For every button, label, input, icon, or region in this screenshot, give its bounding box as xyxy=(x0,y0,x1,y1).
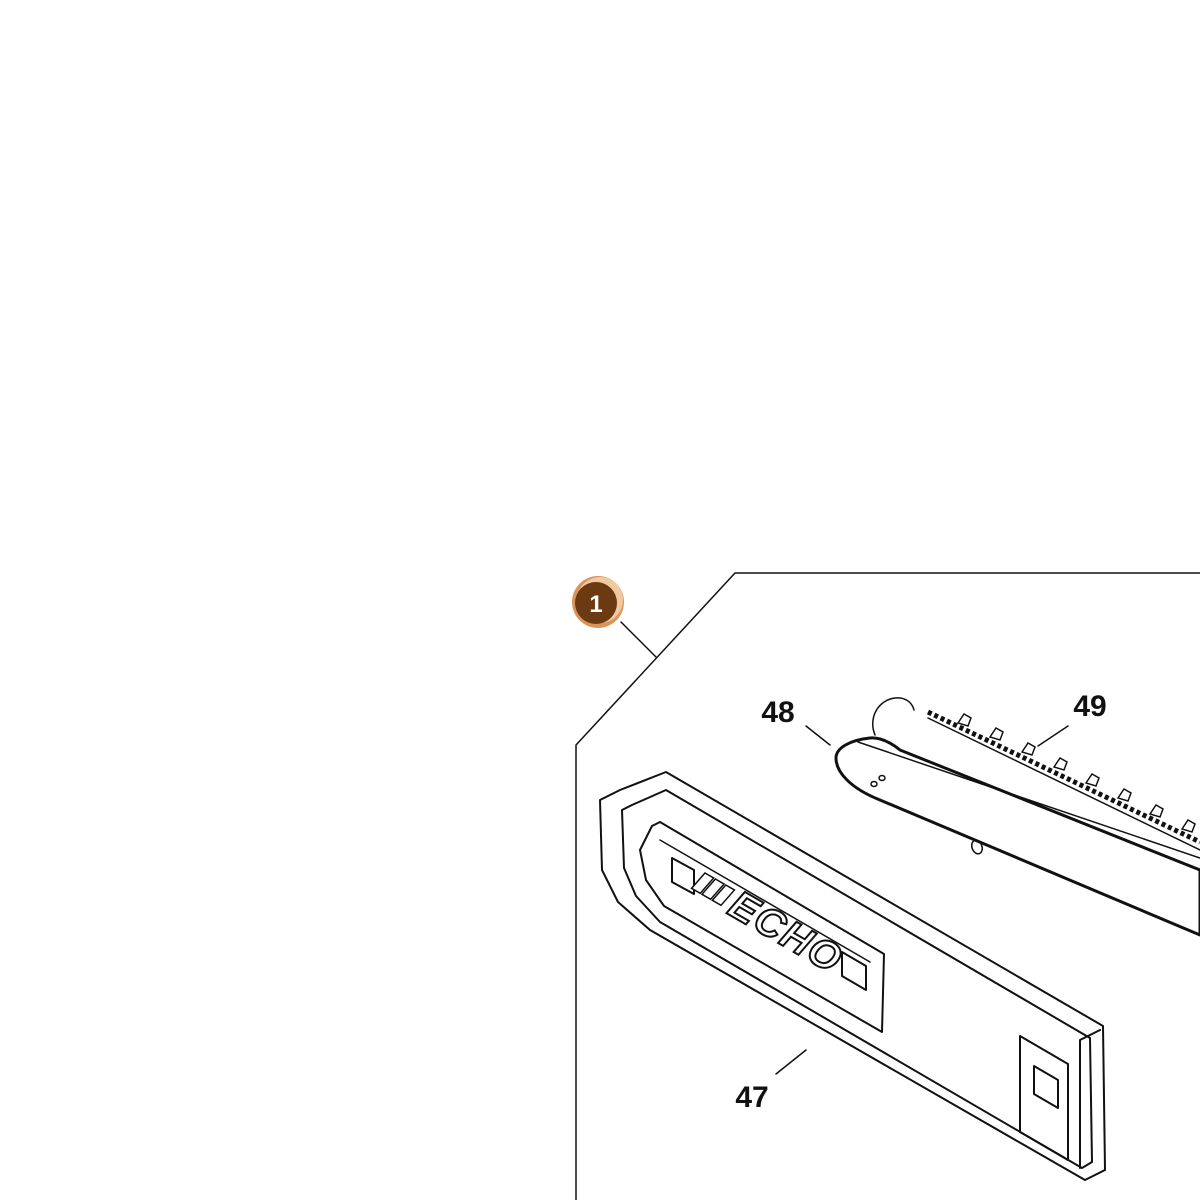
leader-49 xyxy=(1037,725,1069,747)
assembly-boundary xyxy=(575,572,1200,1200)
leader-47 xyxy=(775,1049,807,1075)
callout-number: 1 xyxy=(589,591,602,618)
saw-chain-loop-arc xyxy=(872,697,915,736)
guide-bar-cover-end-cap xyxy=(1019,1035,1069,1161)
logo-stripe xyxy=(690,872,715,895)
guide-bar-cover-recess xyxy=(639,821,885,1033)
guide-bar-cover-end-slot xyxy=(1033,1065,1059,1109)
part-label-47[interactable]: 47 xyxy=(735,1081,768,1114)
saw-chain[interactable] xyxy=(872,697,1200,851)
saw-chain-top-run xyxy=(926,709,1200,845)
callout-badge[interactable]: 1 xyxy=(572,576,624,628)
guide-bar-cover-outer xyxy=(599,771,1106,1181)
guide-bar-rail xyxy=(857,741,1200,859)
echo-logo-text: ECHO xyxy=(721,882,850,982)
guide-bar-cover-inner-rim xyxy=(621,789,1093,1169)
saw-chain-cutters xyxy=(956,713,1196,833)
logo-stripe xyxy=(700,878,726,901)
guide-bar-cover-slot xyxy=(671,857,695,895)
callout-disc xyxy=(575,582,617,624)
part-label-48[interactable]: 48 xyxy=(761,696,794,729)
guide-bar-hole xyxy=(878,774,886,782)
guide-bar-body xyxy=(834,736,1200,937)
guide-bar-hole xyxy=(870,780,878,788)
callout-leader xyxy=(620,621,657,658)
leader-48 xyxy=(805,725,831,746)
guide-bar-cover-slot xyxy=(841,951,867,991)
guide-bar-cover-end-lip xyxy=(1079,1029,1101,1169)
logo-stripe xyxy=(711,884,736,907)
saw-chain-inner-run xyxy=(927,717,1200,851)
guide-bar-cover-recess-inner xyxy=(659,839,871,963)
guide-bar[interactable] xyxy=(834,736,1200,937)
part-label-49[interactable]: 49 xyxy=(1073,690,1106,723)
guide-bar-cover[interactable]: ECHO xyxy=(599,771,1106,1181)
guide-bar-hole xyxy=(970,839,984,855)
